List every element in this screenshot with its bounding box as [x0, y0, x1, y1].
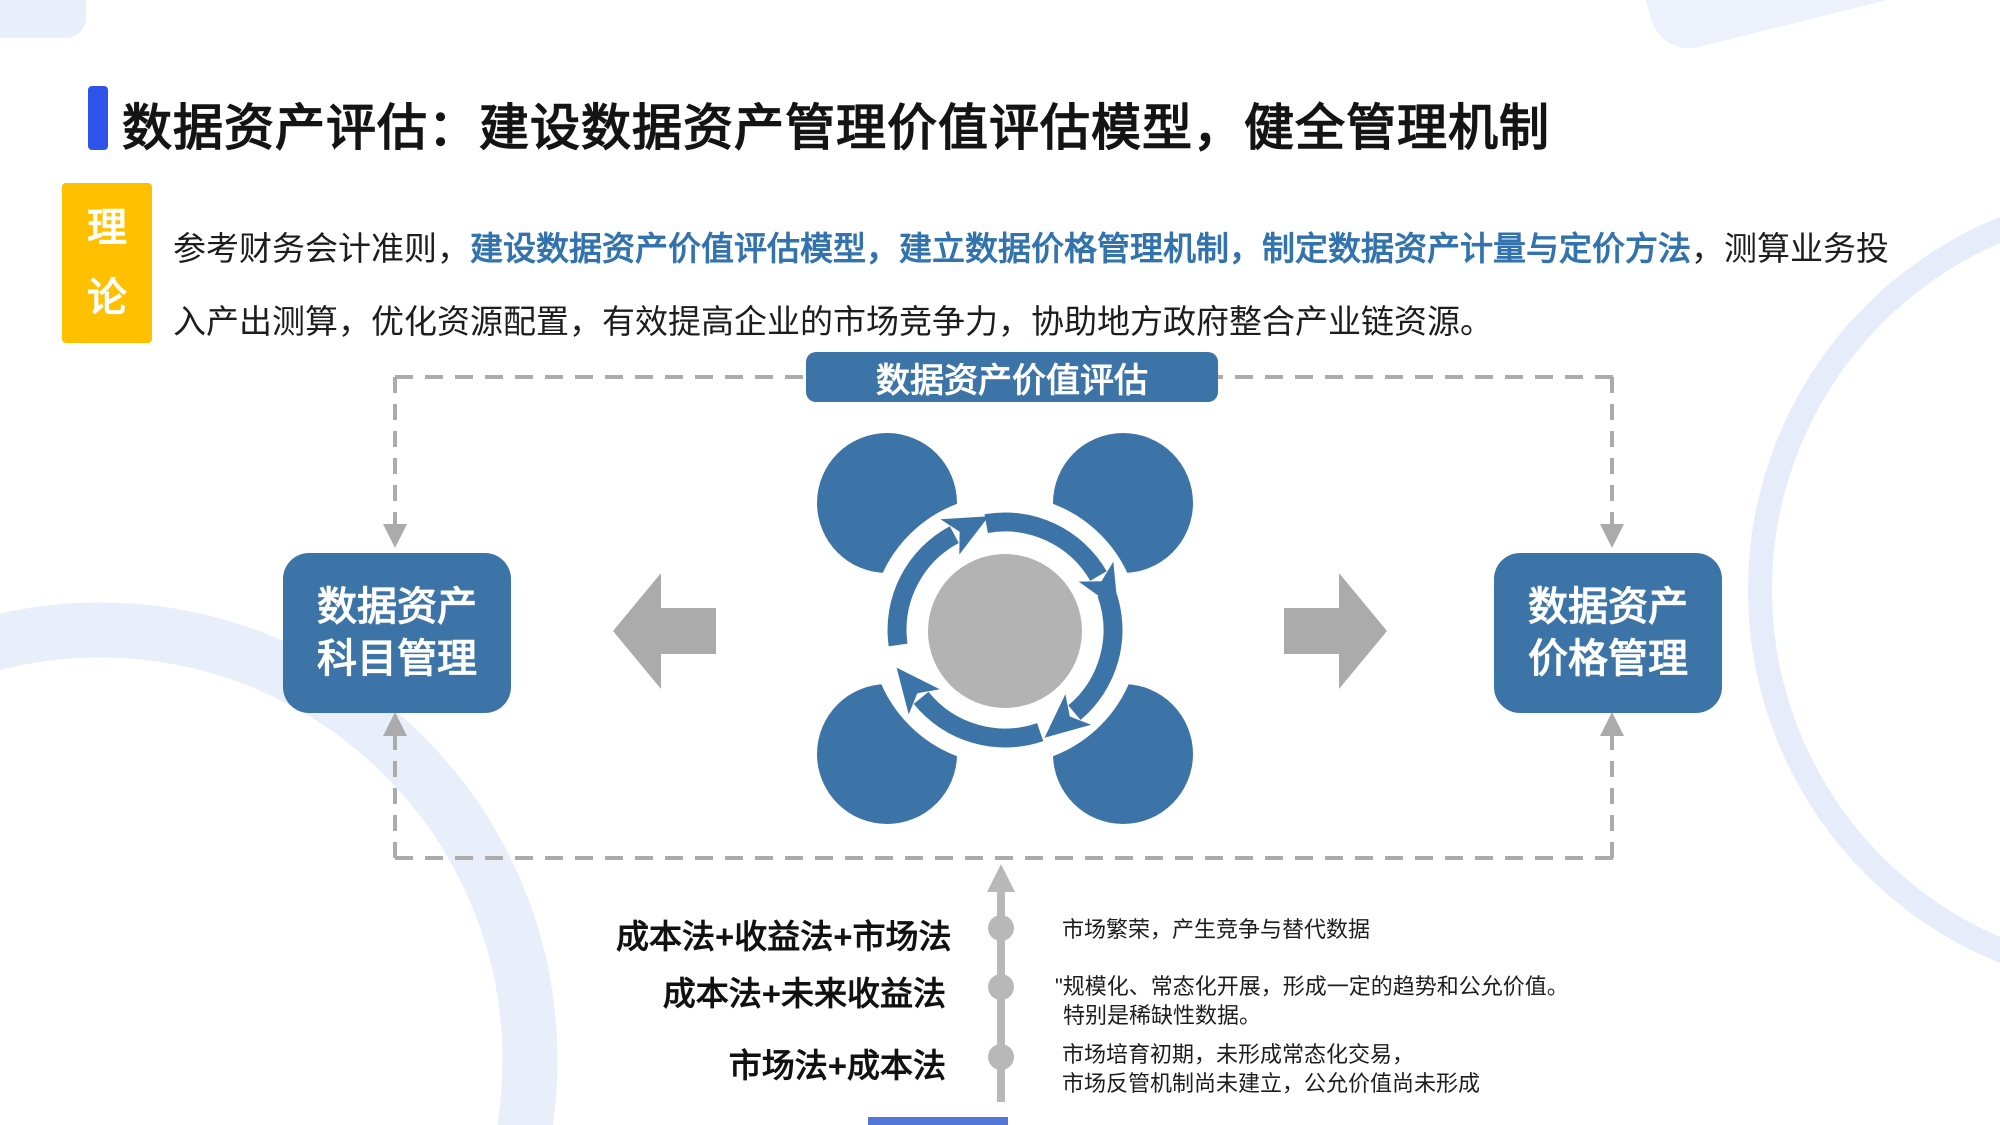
right-box-price-management: 数据资产 价格管理: [1494, 553, 1722, 713]
left-box-line-1: 数据资产: [317, 585, 477, 629]
theory-tag-char-1: 理: [87, 206, 127, 250]
left-box-line-2: 科目管理: [317, 637, 477, 681]
theory-tag-char-2: 论: [87, 276, 127, 320]
page-title: 数据资产评估：建设数据资产管理价值评估模型，健全管理机制: [122, 100, 1550, 156]
method-desc-3-line-2: 市场反管机制尚未建立，公允价值尚未形成: [1062, 1071, 1481, 1096]
method-desc-1: 市场繁荣，产生竞争与替代数据: [1062, 915, 1370, 944]
method-desc-2-line-1: "规模化、常态化开展，形成一定的趋势和公允价值。: [1055, 974, 1569, 999]
intro-segment-3: ，测算业务投: [1691, 230, 1889, 267]
dashed-frame-arrowheads: [383, 524, 1624, 736]
side-arrows: [613, 573, 1387, 689]
intro-highlight: 建设数据资产价值评估模型，建立数据价格管理机制，制定数据资产计量与定价方法: [470, 230, 1691, 267]
method-label-2: 成本法+未来收益法: [662, 975, 946, 1012]
method-desc-1-line-1: 市场繁荣，产生竞争与替代数据: [1062, 917, 1371, 942]
center-circle: [928, 554, 1082, 708]
left-box-subject-management: 数据资产 科目管理: [283, 553, 511, 713]
method-label-3: 市场法+成本法: [728, 1047, 946, 1084]
intro-paragraph: 参考财务会计准则，建设数据资产价值评估模型，建立数据价格管理机制，制定数据资产计…: [173, 212, 1933, 358]
title-accent-bar: [88, 86, 108, 150]
theory-tag: 理 论: [62, 183, 152, 343]
cycle-graphic: [817, 433, 1193, 824]
method-desc-2-line-2: 特别是稀缺性数据。: [1063, 1003, 1262, 1028]
method-desc-2: "规模化、常态化开展，形成一定的趋势和公允价值。 特别是稀缺性数据。: [1055, 972, 1569, 1030]
diagram-top-label: 数据资产价值评估: [806, 352, 1218, 402]
timeline: [987, 864, 1015, 1102]
right-box-line-2: 价格管理: [1528, 637, 1688, 681]
method-label-1: 成本法+收益法+市场法: [616, 918, 952, 955]
right-box-line-1: 数据资产: [1528, 585, 1688, 629]
arrow-left: [613, 573, 716, 689]
method-desc-3: 市场培育初期，未形成常态化交易， 市场反管机制尚未建立，公允价值尚未形成: [1062, 1040, 1480, 1098]
intro-segment-1: 参考财务会计准则，: [173, 230, 470, 267]
arrow-right: [1284, 573, 1387, 689]
method-desc-3-line-1: 市场培育初期，未形成常态化交易，: [1062, 1042, 1415, 1067]
intro-line-2: 入产出测算，优化资源配置，有效提高企业的市场竞争力，协助地方政府整合产业链资源。: [173, 303, 1493, 340]
